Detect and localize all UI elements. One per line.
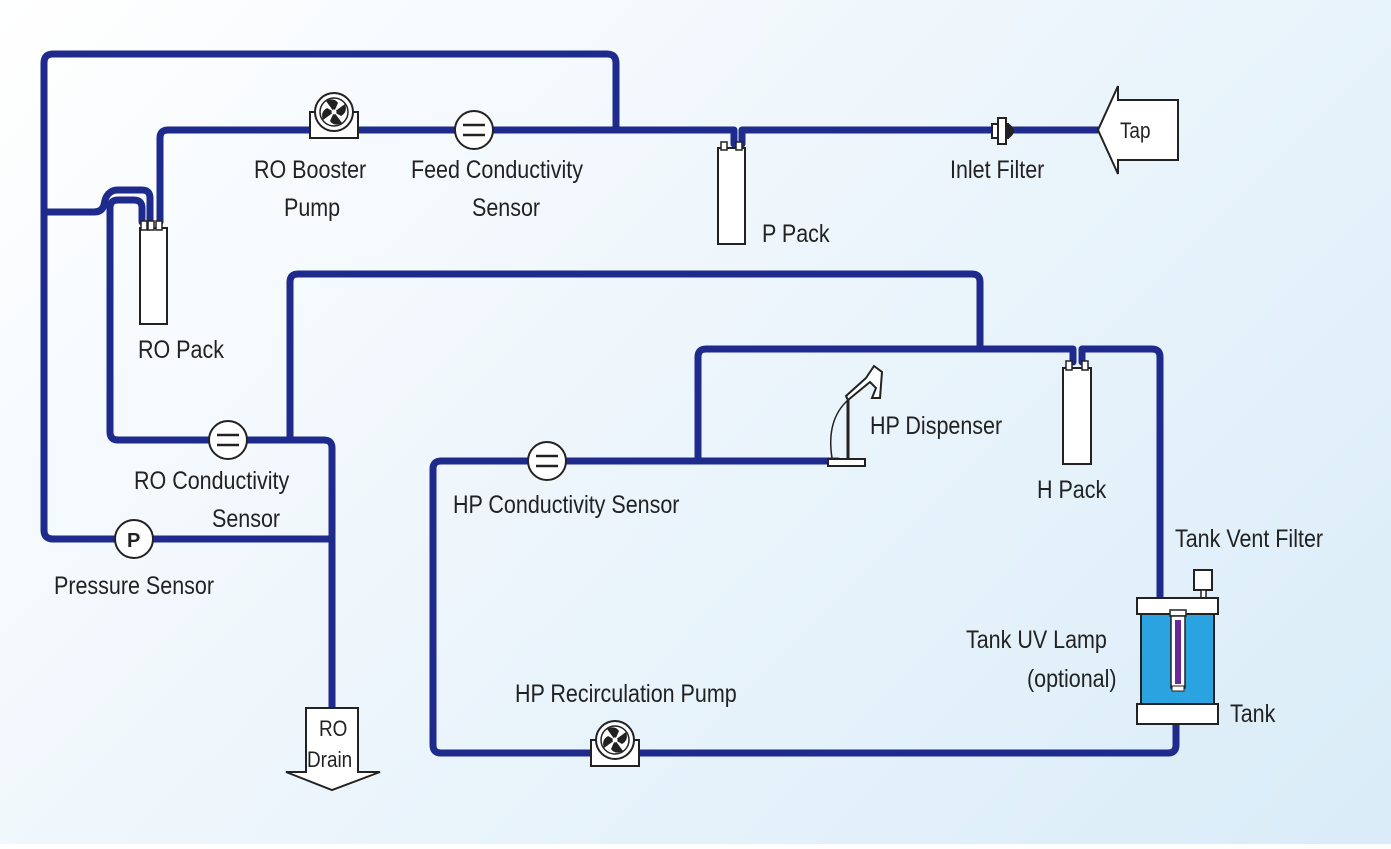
pressure-symbol: P <box>127 530 140 552</box>
hp-dispenser-icon <box>827 364 884 467</box>
ro-booster-label-1: RO Booster <box>254 155 366 183</box>
hp-conductivity-label: HP Conductivity Sensor <box>453 490 680 518</box>
pressure-sensor-icon <box>114 519 154 559</box>
tank-label: Tank <box>1230 699 1276 727</box>
tank-uv-lamp-label-1: Tank UV Lamp <box>966 625 1107 653</box>
pipe-feed-line <box>738 126 1102 148</box>
ro-drain-arrow-icon <box>285 707 381 792</box>
pipes <box>40 50 1180 757</box>
ro-drain-label-1: RO <box>319 717 347 742</box>
pipe-ro-pack-loop <box>40 186 154 226</box>
tap-arrow-icon <box>1096 85 1179 175</box>
ro-pack-label: RO Pack <box>138 335 224 363</box>
hp-dispenser-label: HP Dispenser <box>870 411 1002 439</box>
tap-label: Tap <box>1120 119 1150 144</box>
feed-conductivity-label-2: Sensor <box>472 193 540 221</box>
h-pack-cartridge-icon <box>1062 360 1092 465</box>
ro-booster-label-2: Pump <box>284 193 340 221</box>
inlet-filter-icon <box>991 117 1014 145</box>
ro-booster-pump-icon <box>309 92 359 139</box>
ro-drain-label-2: Drain <box>307 748 352 773</box>
inlet-filter-label: Inlet Filter <box>950 155 1045 183</box>
pipe-ro-pack-loop-2 <box>106 196 336 720</box>
p-pack-label: P Pack <box>762 219 830 247</box>
pipe-hp-loop <box>694 345 1077 465</box>
ro-conductivity-sensor-icon <box>208 420 248 460</box>
pipe-hp-loop-2 <box>1078 345 1164 602</box>
pressure-sensor-label: Pressure Sensor <box>54 571 214 599</box>
ro-conductivity-label-1: RO Conductivity <box>134 466 290 494</box>
hp-recirculation-pump-label: HP Recirculation Pump <box>515 679 737 707</box>
ro-conductivity-label-2: Sensor <box>212 504 280 532</box>
feed-conductivity-sensor-icon <box>454 110 494 150</box>
pipe-hp-dispense <box>429 457 1180 757</box>
pipe-product-line <box>286 270 984 444</box>
hp-recirculation-pump-icon <box>590 720 640 767</box>
h-pack-label: H Pack <box>1037 475 1107 503</box>
p-pack-cartridge-icon <box>717 141 746 245</box>
tank-icon <box>1136 569 1219 725</box>
pipe-outer-frame <box>40 50 620 543</box>
tank-uv-lamp-label-2: (optional) <box>1027 664 1117 692</box>
ro-pack-cartridge-icon <box>139 220 168 325</box>
tank-vent-filter-label: Tank Vent Filter <box>1175 524 1323 552</box>
feed-conductivity-label-1: Feed Conductivity <box>411 155 583 183</box>
hp-conductivity-sensor-icon <box>527 441 567 481</box>
pipe-feed-line-2 <box>156 126 738 226</box>
